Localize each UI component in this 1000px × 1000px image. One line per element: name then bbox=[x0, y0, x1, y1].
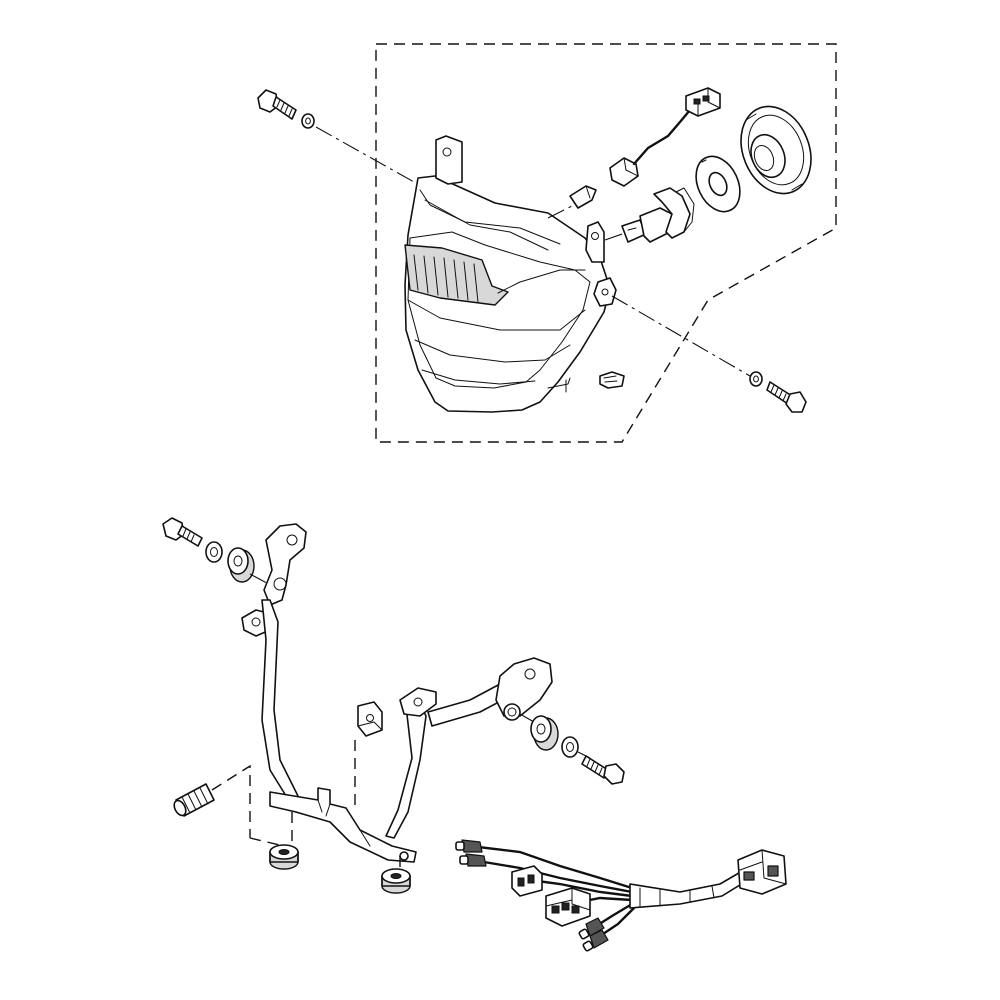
harness-trunk bbox=[630, 870, 748, 908]
stay-bolt-upper[interactable] bbox=[163, 518, 202, 546]
bullet-terminal-4 bbox=[583, 930, 608, 951]
collar-right[interactable] bbox=[562, 737, 578, 757]
bullet-terminal-3 bbox=[579, 918, 604, 939]
clip-nut[interactable] bbox=[358, 702, 382, 736]
collar-upper[interactable] bbox=[206, 542, 222, 562]
bulb-cover[interactable] bbox=[729, 96, 824, 204]
washer-left[interactable] bbox=[302, 114, 314, 128]
lens-clip[interactable] bbox=[600, 372, 624, 388]
headlight-housing bbox=[405, 176, 610, 412]
connector-3pin bbox=[546, 888, 590, 926]
bulb-seal-ring[interactable] bbox=[688, 149, 749, 218]
headlight-stay-group bbox=[163, 518, 624, 893]
grommet-right[interactable] bbox=[531, 716, 558, 750]
stay-bottom-plate bbox=[270, 788, 416, 862]
assembly-dashed-boundary bbox=[376, 44, 836, 442]
wire-harness[interactable] bbox=[456, 840, 786, 951]
wire-sub-lead-group bbox=[456, 840, 786, 951]
bullet-terminal-2 bbox=[460, 854, 486, 866]
stay-bolt-right[interactable] bbox=[582, 756, 624, 784]
position-light-window bbox=[405, 245, 508, 305]
damper-right[interactable] bbox=[382, 869, 410, 893]
headlight-bolt-left[interactable] bbox=[258, 90, 296, 119]
mounting-tab-top bbox=[436, 136, 462, 184]
stay-bracket-plate-left bbox=[264, 524, 306, 605]
damper-left[interactable] bbox=[270, 845, 298, 869]
centerline-right-bolt bbox=[612, 296, 750, 376]
headlight-unit[interactable] bbox=[405, 136, 624, 412]
mounting-tab-right bbox=[586, 222, 604, 262]
connector-2pin bbox=[512, 866, 542, 896]
bullet-terminal-1 bbox=[456, 840, 482, 852]
centerline-left-bolt bbox=[316, 127, 414, 182]
stay-bracket-plate-right bbox=[496, 658, 552, 716]
main-coupler bbox=[738, 850, 786, 894]
position-bulb[interactable] bbox=[570, 186, 596, 208]
grommet-upper[interactable] bbox=[228, 548, 254, 582]
headlight-assembly-group bbox=[258, 44, 836, 442]
headlight-stay[interactable] bbox=[242, 524, 552, 862]
lead-connector[interactable] bbox=[686, 88, 720, 116]
headlight-bulb[interactable] bbox=[622, 188, 694, 242]
stay-spring[interactable] bbox=[172, 784, 214, 817]
headlight-bolt-right[interactable] bbox=[767, 382, 806, 412]
socket-lead-wire bbox=[634, 110, 690, 164]
side-adjuster bbox=[594, 278, 616, 306]
washer-right[interactable] bbox=[750, 372, 762, 386]
position-bulb-socket[interactable] bbox=[610, 158, 638, 186]
